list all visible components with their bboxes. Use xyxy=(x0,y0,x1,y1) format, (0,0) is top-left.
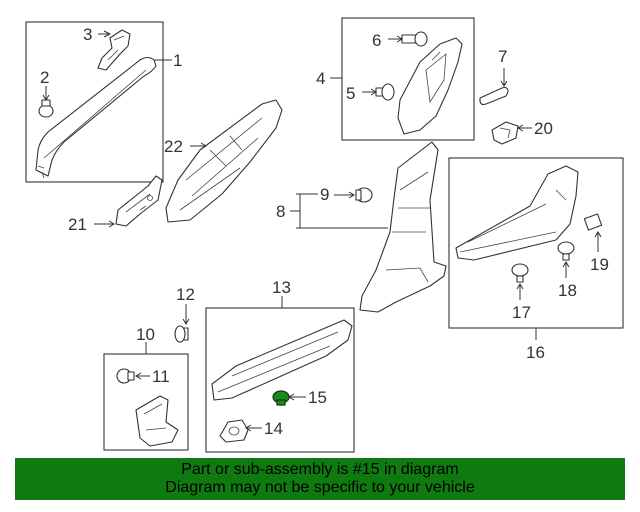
callout-2: 2 xyxy=(40,68,49,87)
part-4-pillar-trim[interactable] xyxy=(397,37,463,135)
part-3-bracket[interactable] xyxy=(97,29,131,71)
callout-4: 4 xyxy=(316,69,325,88)
callout-6: 6 xyxy=(372,31,381,50)
info-banner: Part or sub-assembly is #15 in diagram D… xyxy=(15,458,625,500)
part-8-pillar-trim[interactable] xyxy=(359,141,447,313)
part-13-scuff-plate[interactable] xyxy=(211,319,353,401)
callout-15: 15 xyxy=(308,388,327,407)
callout-22: 22 xyxy=(164,137,183,156)
part-17-clip[interactable] xyxy=(511,263,529,283)
part-5-clip[interactable] xyxy=(375,83,395,101)
banner-line-1: Part or sub-assembly is #15 in diagram xyxy=(181,461,459,478)
callout-3: 3 xyxy=(83,25,92,44)
callout-17: 17 xyxy=(512,303,531,322)
part-11-clip[interactable] xyxy=(116,368,135,384)
callout-13: 13 xyxy=(272,278,291,297)
callout-20: 20 xyxy=(534,119,553,138)
part-20-bracket[interactable] xyxy=(491,121,519,145)
part-19-clip[interactable] xyxy=(583,213,603,231)
part-1-pillar-trim[interactable] xyxy=(35,56,157,179)
part-12-screw[interactable] xyxy=(174,325,189,343)
callout-14: 14 xyxy=(264,419,283,438)
callout-9: 9 xyxy=(320,185,329,204)
callout-12: 12 xyxy=(176,285,195,304)
callout-21: 21 xyxy=(68,215,87,234)
callout-5: 5 xyxy=(346,84,355,103)
callout-11: 11 xyxy=(152,367,170,386)
part-22-pillar-trim[interactable] xyxy=(165,99,283,223)
part-15-clip-highlighted[interactable] xyxy=(272,390,290,406)
part-14-retainer[interactable] xyxy=(219,419,249,443)
banner-line-2: Diagram may not be specific to your vehi… xyxy=(165,479,475,496)
part-10-trim-cover[interactable] xyxy=(135,395,179,447)
callout-19: 19 xyxy=(590,255,609,274)
group-box-13 xyxy=(205,307,355,453)
callout-10: 10 xyxy=(136,325,155,344)
callout-18: 18 xyxy=(558,281,577,300)
part-16-scuff-plate[interactable] xyxy=(455,165,579,261)
callout-16: 16 xyxy=(526,343,545,362)
callout-1: 1 xyxy=(173,51,182,70)
part-2-clip[interactable] xyxy=(38,99,54,118)
part-21-bracket[interactable] xyxy=(115,175,163,227)
part-7-cover[interactable] xyxy=(479,86,509,106)
part-18-clip[interactable] xyxy=(557,241,575,261)
part-6-screw[interactable] xyxy=(401,31,428,47)
callout-7: 7 xyxy=(498,47,507,66)
parts-diagram: 1 3 2 4 6 5 7 20 xyxy=(25,17,624,453)
callout-8: 8 xyxy=(276,202,285,221)
group-box-4 xyxy=(341,17,475,141)
group-box-1 xyxy=(25,21,164,183)
part-9-clip[interactable] xyxy=(355,187,373,203)
